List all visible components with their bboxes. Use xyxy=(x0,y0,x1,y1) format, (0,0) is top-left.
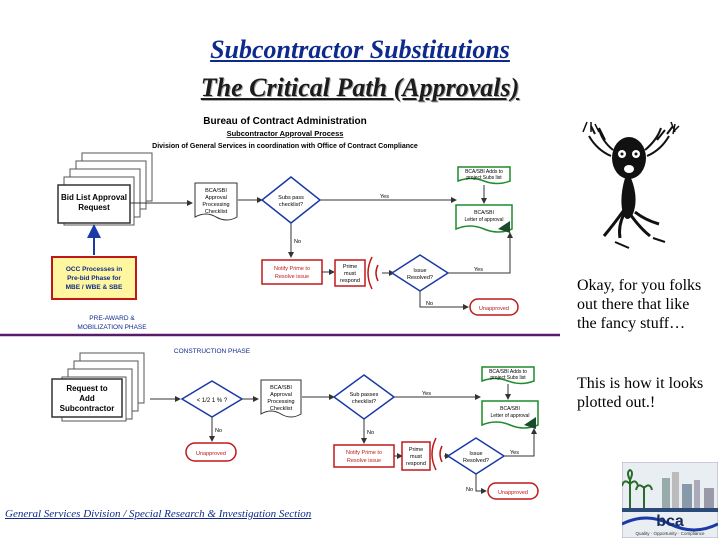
yes-label: Yes xyxy=(474,267,483,273)
svg-text:Checklist: Checklist xyxy=(270,406,293,412)
svg-text:BCA/SBI Adds to: BCA/SBI Adds to xyxy=(465,169,503,175)
bid-list-approval-box: Bid List Approval Request xyxy=(57,152,153,226)
svg-text:Letter of approval: Letter of approval xyxy=(465,217,504,223)
arrow xyxy=(448,232,513,274)
svg-text:Pre-bid Phase for: Pre-bid Phase for xyxy=(67,275,121,282)
svg-text:Resolved?: Resolved? xyxy=(463,458,489,464)
arrow xyxy=(504,428,537,457)
diagram-header-1: Bureau of Contract Administration xyxy=(203,116,367,127)
unapproved-oval-bottom: Unapproved xyxy=(487,482,539,500)
svg-text:Approval: Approval xyxy=(270,392,292,398)
diagram-header-2: Subcontractor Approval Process xyxy=(227,129,344,138)
stressed-figure-illustration xyxy=(582,121,680,249)
svg-text:Unapproved: Unapproved xyxy=(498,490,528,496)
svg-text:respond: respond xyxy=(406,461,426,467)
svg-text:Bid List Approval: Bid List Approval xyxy=(61,193,127,202)
svg-text:Approval: Approval xyxy=(205,195,227,201)
pre-award-label-1: PRE-AWARD & xyxy=(89,315,135,322)
construction-phase-label: CONSTRUCTION PHASE xyxy=(174,348,251,355)
aside-paragraph-1: Okay, for you folks out there that like … xyxy=(577,277,702,332)
svg-text:Resolve issue: Resolve issue xyxy=(347,458,381,464)
svg-text:Letter of approval: Letter of approval xyxy=(491,413,530,419)
unapproved-oval-left: Unapproved xyxy=(185,442,237,462)
wave-mark xyxy=(367,256,379,290)
footer-text: General Services Division / Special Rese… xyxy=(5,508,312,520)
svg-text:Unapproved: Unapproved xyxy=(479,306,509,312)
no-label: No xyxy=(294,239,301,245)
svg-text:Subcontractor: Subcontractor xyxy=(60,404,115,413)
svg-text:Issue: Issue xyxy=(413,268,426,274)
svg-text:Prime: Prime xyxy=(343,264,357,270)
pre-award-label-2: MOBILIZATION PHASE xyxy=(77,324,147,331)
yes-label: Yes xyxy=(380,194,389,200)
prime-must-box: Prime must respond xyxy=(334,259,366,287)
bca-logo: bca Quality · Opportunity · Compliance xyxy=(622,462,718,538)
bca-letter-box: BCA/SBI Letter of approval xyxy=(455,204,513,233)
svg-text:BCA/SBI: BCA/SBI xyxy=(270,385,292,391)
svg-text:Add: Add xyxy=(79,394,95,403)
svg-text:Resolve issue: Resolve issue xyxy=(275,274,309,280)
svg-text:Processing: Processing xyxy=(202,202,229,208)
svg-text:Notify Prime to: Notify Prime to xyxy=(274,266,310,272)
notify-prime-box: Notify Prime to Resolve issue xyxy=(261,259,323,285)
svg-text:Issue: Issue xyxy=(469,451,482,457)
svg-text:BCA/SBI: BCA/SBI xyxy=(205,188,227,194)
svg-text:OCC Processes in: OCC Processes in xyxy=(66,266,122,273)
flowchart-diagram: Bureau of Contract Administration Subcon… xyxy=(0,116,560,500)
no-label: No xyxy=(215,428,222,434)
sub-checklist-decision: Subs pass checklist? xyxy=(260,176,322,224)
no-label: No xyxy=(367,430,374,436)
aside-paragraph-2: This is how it looks plotted out.! xyxy=(577,375,704,411)
svg-text:must: must xyxy=(410,454,422,460)
svg-text:Unapproved: Unapproved xyxy=(196,451,226,457)
svg-text:BCA/SBI: BCA/SBI xyxy=(500,406,520,412)
svg-text:Resolved?: Resolved? xyxy=(407,275,433,281)
no-label: No xyxy=(426,301,433,307)
svg-text:project Subs list: project Subs list xyxy=(490,375,526,381)
diagram-header-3: Division of General Services in coordina… xyxy=(152,143,418,150)
issue-resolved-decision-2: Issue Resolved? xyxy=(446,437,506,475)
no-label: No xyxy=(466,487,473,493)
approval-checklist-doc-2: BCA/SBI Approval Processing Checklist xyxy=(260,379,302,418)
svg-text:BCA/SBI Adds to: BCA/SBI Adds to xyxy=(489,369,527,375)
svg-text:must: must xyxy=(344,271,356,277)
svg-text:BCA/SBI: BCA/SBI xyxy=(474,210,494,216)
wave-mark-2 xyxy=(431,437,443,471)
svg-text:checklist?: checklist? xyxy=(352,399,376,405)
svg-text:Quality · Opportunity · Compli: Quality · Opportunity · Compliance xyxy=(635,531,705,536)
bca-adds-box: BCA/SBI Adds to project Subs list xyxy=(457,166,511,185)
arrow xyxy=(419,291,469,310)
bca-letter-box-2: BCA/SBI Letter of approval xyxy=(481,400,539,429)
svg-text:Sub passes: Sub passes xyxy=(350,392,379,398)
svg-text:MBE / WBE & SBE: MBE / WBE & SBE xyxy=(66,284,123,291)
notify-prime-box-2: Notify Prime to Resolve issue xyxy=(333,444,395,468)
yes-label: Yes xyxy=(422,391,431,397)
prime-must-box-2: Prime must respond xyxy=(401,441,431,471)
svg-text:Request: Request xyxy=(78,203,110,212)
svg-text:Processing: Processing xyxy=(267,399,294,405)
half-percent-decision: < 1/2 1 % ? xyxy=(180,380,244,418)
svg-text:bca: bca xyxy=(656,513,684,530)
title-line-2: The Critical Path (Approvals) xyxy=(200,73,520,102)
sub-checklist-decision-2: Sub passes checklist? xyxy=(332,374,396,420)
request-add-subcontractor-box: Request to Add Subcontractor xyxy=(51,352,145,422)
svg-text:project Subs list: project Subs list xyxy=(466,175,502,181)
approval-checklist-doc: BCA/SBI Approval Processing Checklist xyxy=(194,182,238,221)
svg-text:Prime: Prime xyxy=(409,447,423,453)
occ-process-box: OCC Processes in Pre-bid Phase for MBE /… xyxy=(51,256,137,300)
svg-text:Notify Prime to: Notify Prime to xyxy=(346,450,382,456)
svg-text:< 1/2 1 % ?: < 1/2 1 % ? xyxy=(197,398,228,404)
yes-label: Yes xyxy=(510,450,519,456)
arrow xyxy=(475,474,487,494)
svg-text:Subs pass: Subs pass xyxy=(278,195,304,201)
bca-adds-box-2: BCA/SBI Adds to project Subs list xyxy=(481,366,535,385)
svg-text:Checklist: Checklist xyxy=(205,209,228,215)
unapproved-oval-top: Unapproved xyxy=(469,298,519,316)
svg-text:checklist?: checklist? xyxy=(279,202,303,208)
issue-resolved-decision: Issue Resolved? xyxy=(390,254,450,292)
svg-text:Request to: Request to xyxy=(66,384,107,393)
title-line-1: Subcontractor Substitutions xyxy=(210,35,510,64)
svg-text:respond: respond xyxy=(340,278,360,284)
